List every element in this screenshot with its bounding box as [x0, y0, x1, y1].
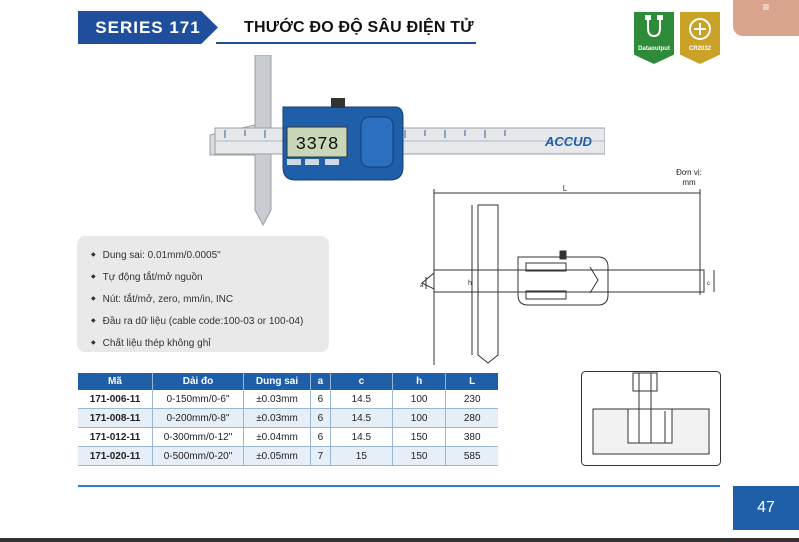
table-cell: 230 [445, 390, 498, 409]
table-cell: 380 [445, 427, 498, 447]
table-cell: 150 [391, 446, 446, 466]
table-cell: 100 [391, 408, 446, 428]
lcd-display [286, 126, 348, 158]
table-cell: 6 [310, 390, 331, 409]
table-cell: 0-300mm/0-12" [152, 427, 244, 447]
table-cell: 15 [329, 446, 393, 466]
section-tab: ≡ [733, 0, 799, 36]
lcd-reading: 3378 [295, 135, 338, 155]
table-cell: 7 [310, 446, 331, 466]
table-row: 171-008-11 0-200mm/0-8" ±0.03mm 6 14.5 1… [78, 408, 498, 428]
footer-rule [78, 485, 720, 487]
col-header: a [310, 373, 331, 390]
battery-icon [689, 18, 711, 40]
features-box: Dung sai: 0.01mm/0.0005" Tự động tắt/mở … [77, 236, 329, 352]
table-row: 171-020-11 0-500mm/0-20" ±0.05mm 7 15 15… [78, 446, 498, 466]
table-cell: 6 [310, 408, 331, 428]
technical-drawing: L a h c [420, 185, 715, 365]
page-bottom-bar [0, 538, 799, 542]
feature-item: Chất liệu thép không ghỉ [91, 332, 329, 354]
table-cell: 0-500mm/0-20" [152, 446, 244, 466]
table-header-row: Mã Dải đo Dung sai a c h L [78, 373, 498, 390]
col-header: Dung sai [243, 373, 311, 390]
table-cell: 0-200mm/0-8" [152, 408, 244, 428]
feature-item: Dung sai: 0.01mm/0.0005" [91, 244, 329, 266]
col-header: c [329, 373, 393, 390]
table-row: 171-006-11 0-150mm/0-6" ±0.03mm 6 14.5 1… [78, 390, 498, 409]
table-cell: 171-020-11 [78, 446, 153, 466]
page-number: 47 [733, 486, 799, 530]
table-row: 171-012-11 0-300mm/0-12" ±0.04mm 6 14.5 … [78, 427, 498, 447]
dim-a-label: a [420, 283, 424, 289]
brand-logo: ACCUD [544, 134, 593, 149]
table-cell: 100 [391, 390, 446, 409]
table-cell: 0-150mm/0-6" [152, 390, 244, 409]
table-cell: ±0.03mm [243, 408, 311, 428]
table-cell: ±0.03mm [243, 390, 311, 409]
table-cell: 6 [310, 427, 331, 447]
table-cell: 280 [445, 408, 498, 428]
feature-item: Nút: tắt/mở, zero, mm/in, INC [91, 288, 329, 310]
table-cell: 171-008-11 [78, 408, 153, 428]
cable-icon [645, 15, 663, 38]
feature-list: Dung sai: 0.01mm/0.0005" Tự động tắt/mở … [77, 236, 329, 354]
usage-diagram [581, 371, 721, 466]
col-header: Dải đo [152, 373, 244, 390]
dim-c-label: c [707, 281, 710, 287]
dim-l-label: L [563, 185, 568, 193]
table-cell: 171-012-11 [78, 427, 153, 447]
data-output-badge: Dataoutput [634, 12, 674, 64]
col-header: L [445, 373, 498, 390]
badge-label: Dataoutput [638, 46, 670, 52]
table-cell: ±0.05mm [243, 446, 311, 466]
product-photo: ACCUD 3378 [209, 55, 605, 227]
series-tag: SERIES 171 [78, 11, 218, 44]
thumb-wheel [331, 98, 345, 108]
feature-item: Tự động tắt/mở nguồn [91, 266, 329, 288]
dim-h-label: h [468, 280, 472, 287]
table-cell: 585 [445, 446, 498, 466]
battery-badge: CR2032 [680, 12, 720, 64]
specs-table: Mã Dải đo Dung sai a c h L 171-006-11 0-… [78, 373, 498, 466]
title-underline [216, 42, 476, 44]
unit-label: Đơn vị:mm [676, 168, 702, 187]
col-header: h [391, 373, 446, 390]
badge-label: CR2032 [688, 46, 711, 52]
feature-item: Đầu ra dữ liệu (cable code:100-03 or 100… [91, 310, 329, 332]
table-cell: 14.5 [329, 408, 393, 428]
page-title: THƯỚC ĐO ĐỘ SÂU ĐIỆN TỬ [244, 19, 474, 36]
table-cell: 14.5 [329, 390, 393, 409]
col-header: Mã [78, 373, 153, 390]
table-cell: 171-006-11 [78, 390, 153, 409]
table-cell: ±0.04mm [243, 427, 311, 447]
table-cell: 14.5 [329, 427, 393, 447]
table-cell: 150 [391, 427, 446, 447]
